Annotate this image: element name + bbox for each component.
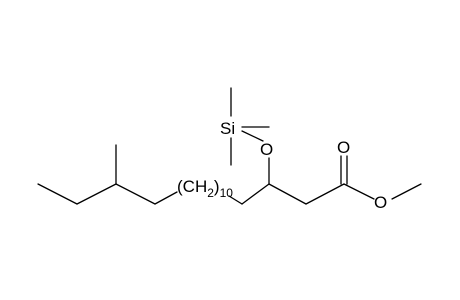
bond-ethyl-terminal — [37, 183, 78, 205]
repeat-unit-label: (CH2)10 — [177, 177, 233, 200]
tms-bonds — [230, 87, 270, 166]
silicon-label: Si — [220, 119, 235, 138]
bond-o-to-si — [241, 130, 264, 142]
bond-ch2-to-choh — [241, 183, 270, 205]
backbone-bonds — [228, 155, 422, 205]
bond-ethyl-branch — [76, 183, 117, 205]
bond-carbonyl-to-ester-o — [343, 183, 375, 200]
bond-to-repeat-unit — [154, 191, 178, 205]
carbonyl-oxygen-label: O — [337, 138, 350, 157]
bond-repeat-to-ch2 — [228, 195, 243, 205]
bond-alpha-to-carbonyl — [305, 183, 345, 205]
bond-ester-o-to-methyl — [391, 183, 422, 200]
alkyl-bonds — [37, 144, 178, 205]
bond-choh-to-alpha — [268, 183, 307, 205]
ether-oxygen-label: O — [260, 140, 273, 159]
ester-oxygen-label: O — [374, 193, 387, 212]
bond-branch-to-chain — [115, 183, 156, 205]
